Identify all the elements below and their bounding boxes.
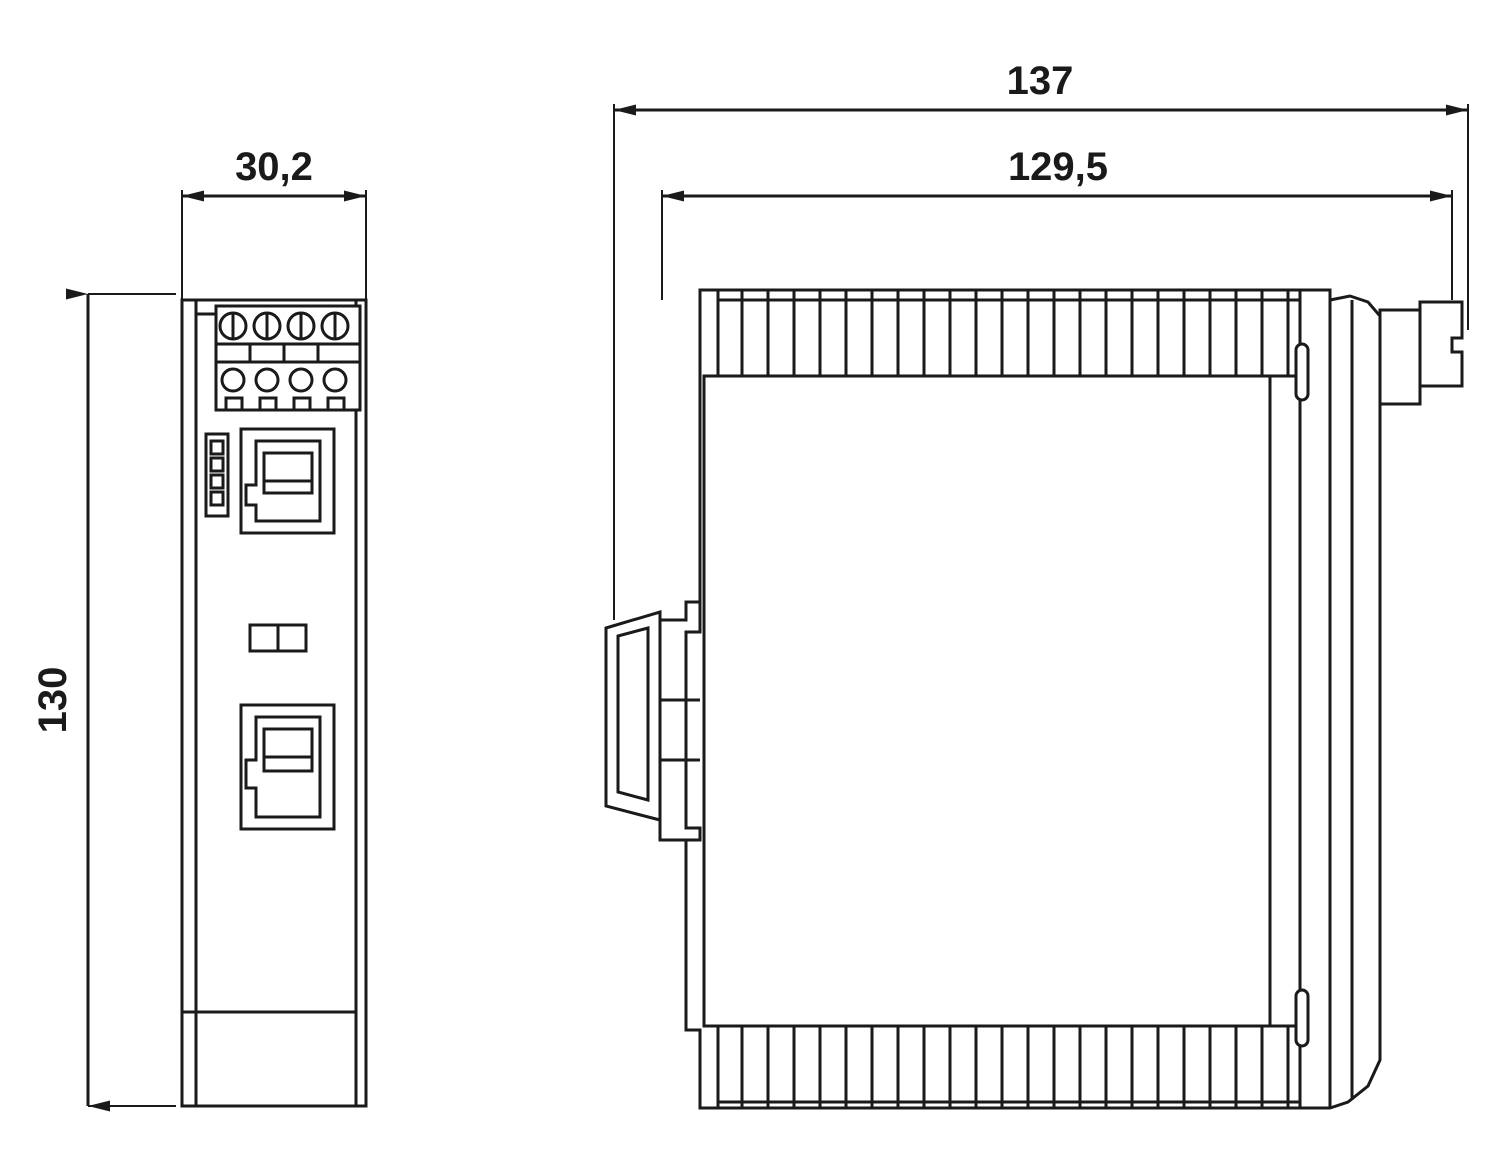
terminal-wire-opening [220,367,246,393]
rj45-contact-block [262,451,314,495]
label-recess [702,374,1272,1028]
terminal-foot [258,396,278,412]
terminal-block [214,304,362,412]
rail-release-latch-inner [616,626,650,802]
terminal-foot [292,396,312,412]
rj45-contact-block [262,727,314,773]
din-rail-foot [604,600,702,842]
terminal-foot [326,396,346,412]
rj45-lower [239,703,336,831]
dimension-label-width: 30,2 [235,145,313,189]
dimension-label-depth-body: 129,5 [1008,145,1108,189]
terminal-wire-opening [322,367,348,393]
led-indicator [209,456,225,473]
side-view [604,104,1469,1110]
led-indicator [209,439,225,456]
dip-switch [248,623,308,653]
terminal-foot [224,396,244,412]
led-indicator [209,490,225,507]
connector-tab [1378,300,1464,406]
terminal-wire-opening [254,367,280,393]
dimension-label-depth-total: 137 [1007,59,1074,103]
cover-slot-bottom [1294,988,1310,1048]
terminal-divider-band [214,342,362,364]
front-view [66,190,368,1112]
terminal-wire-opening [288,367,314,393]
led-indicator [209,473,225,490]
led-strip [204,432,230,518]
rail-notch [658,600,702,842]
rj45-upper [239,427,336,535]
cover-slot-top [1294,342,1310,402]
module-front-outline [180,298,368,1108]
dimension-label-height: 130 [31,667,75,734]
